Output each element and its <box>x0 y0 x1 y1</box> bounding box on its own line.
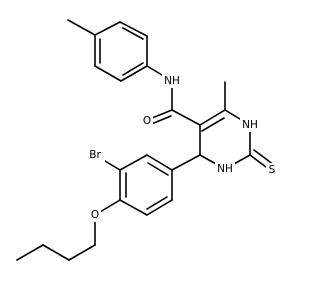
ring-nitrogen-top-label: NH <box>240 117 260 132</box>
bond <box>146 196 168 210</box>
bromine-label: Br <box>85 147 105 162</box>
bond <box>201 117 225 132</box>
ring-nitrogen-bottom-label: NH <box>215 162 235 177</box>
bond <box>146 199 173 216</box>
bond <box>146 154 173 171</box>
bond <box>171 109 201 126</box>
atom-label-s: S <box>269 164 276 176</box>
thione-sulfur-label: S <box>266 163 278 178</box>
atom-label-nh: NH <box>242 119 258 131</box>
atom-label-o: O <box>143 115 151 127</box>
bond <box>68 244 96 261</box>
ether-oxygen-label: O <box>89 207 101 222</box>
amide-nitrogen-label: NH <box>162 73 182 88</box>
atom-label-nh: NH <box>164 75 180 87</box>
bond <box>67 19 96 36</box>
bond <box>122 62 144 76</box>
bond <box>42 244 70 261</box>
bond <box>16 244 44 261</box>
bond <box>94 21 121 36</box>
bond <box>253 149 275 166</box>
bond <box>119 154 148 171</box>
bond <box>147 162 169 176</box>
bond <box>94 65 122 82</box>
bonds <box>16 19 275 261</box>
atom-label-nh: NH <box>217 163 233 175</box>
bond <box>122 27 144 40</box>
atom-labels: NH O NH NH S Br O <box>85 73 278 222</box>
bond <box>120 65 148 82</box>
bond <box>171 154 201 171</box>
atom-label-br: Br <box>89 149 101 161</box>
molecule-structure: NH O NH NH S Br O <box>16 19 278 261</box>
bond <box>119 199 148 216</box>
atom-label-o: O <box>91 209 99 221</box>
bond <box>119 21 148 37</box>
bond <box>199 109 226 126</box>
carbonyl-oxygen-label: O <box>141 113 153 128</box>
